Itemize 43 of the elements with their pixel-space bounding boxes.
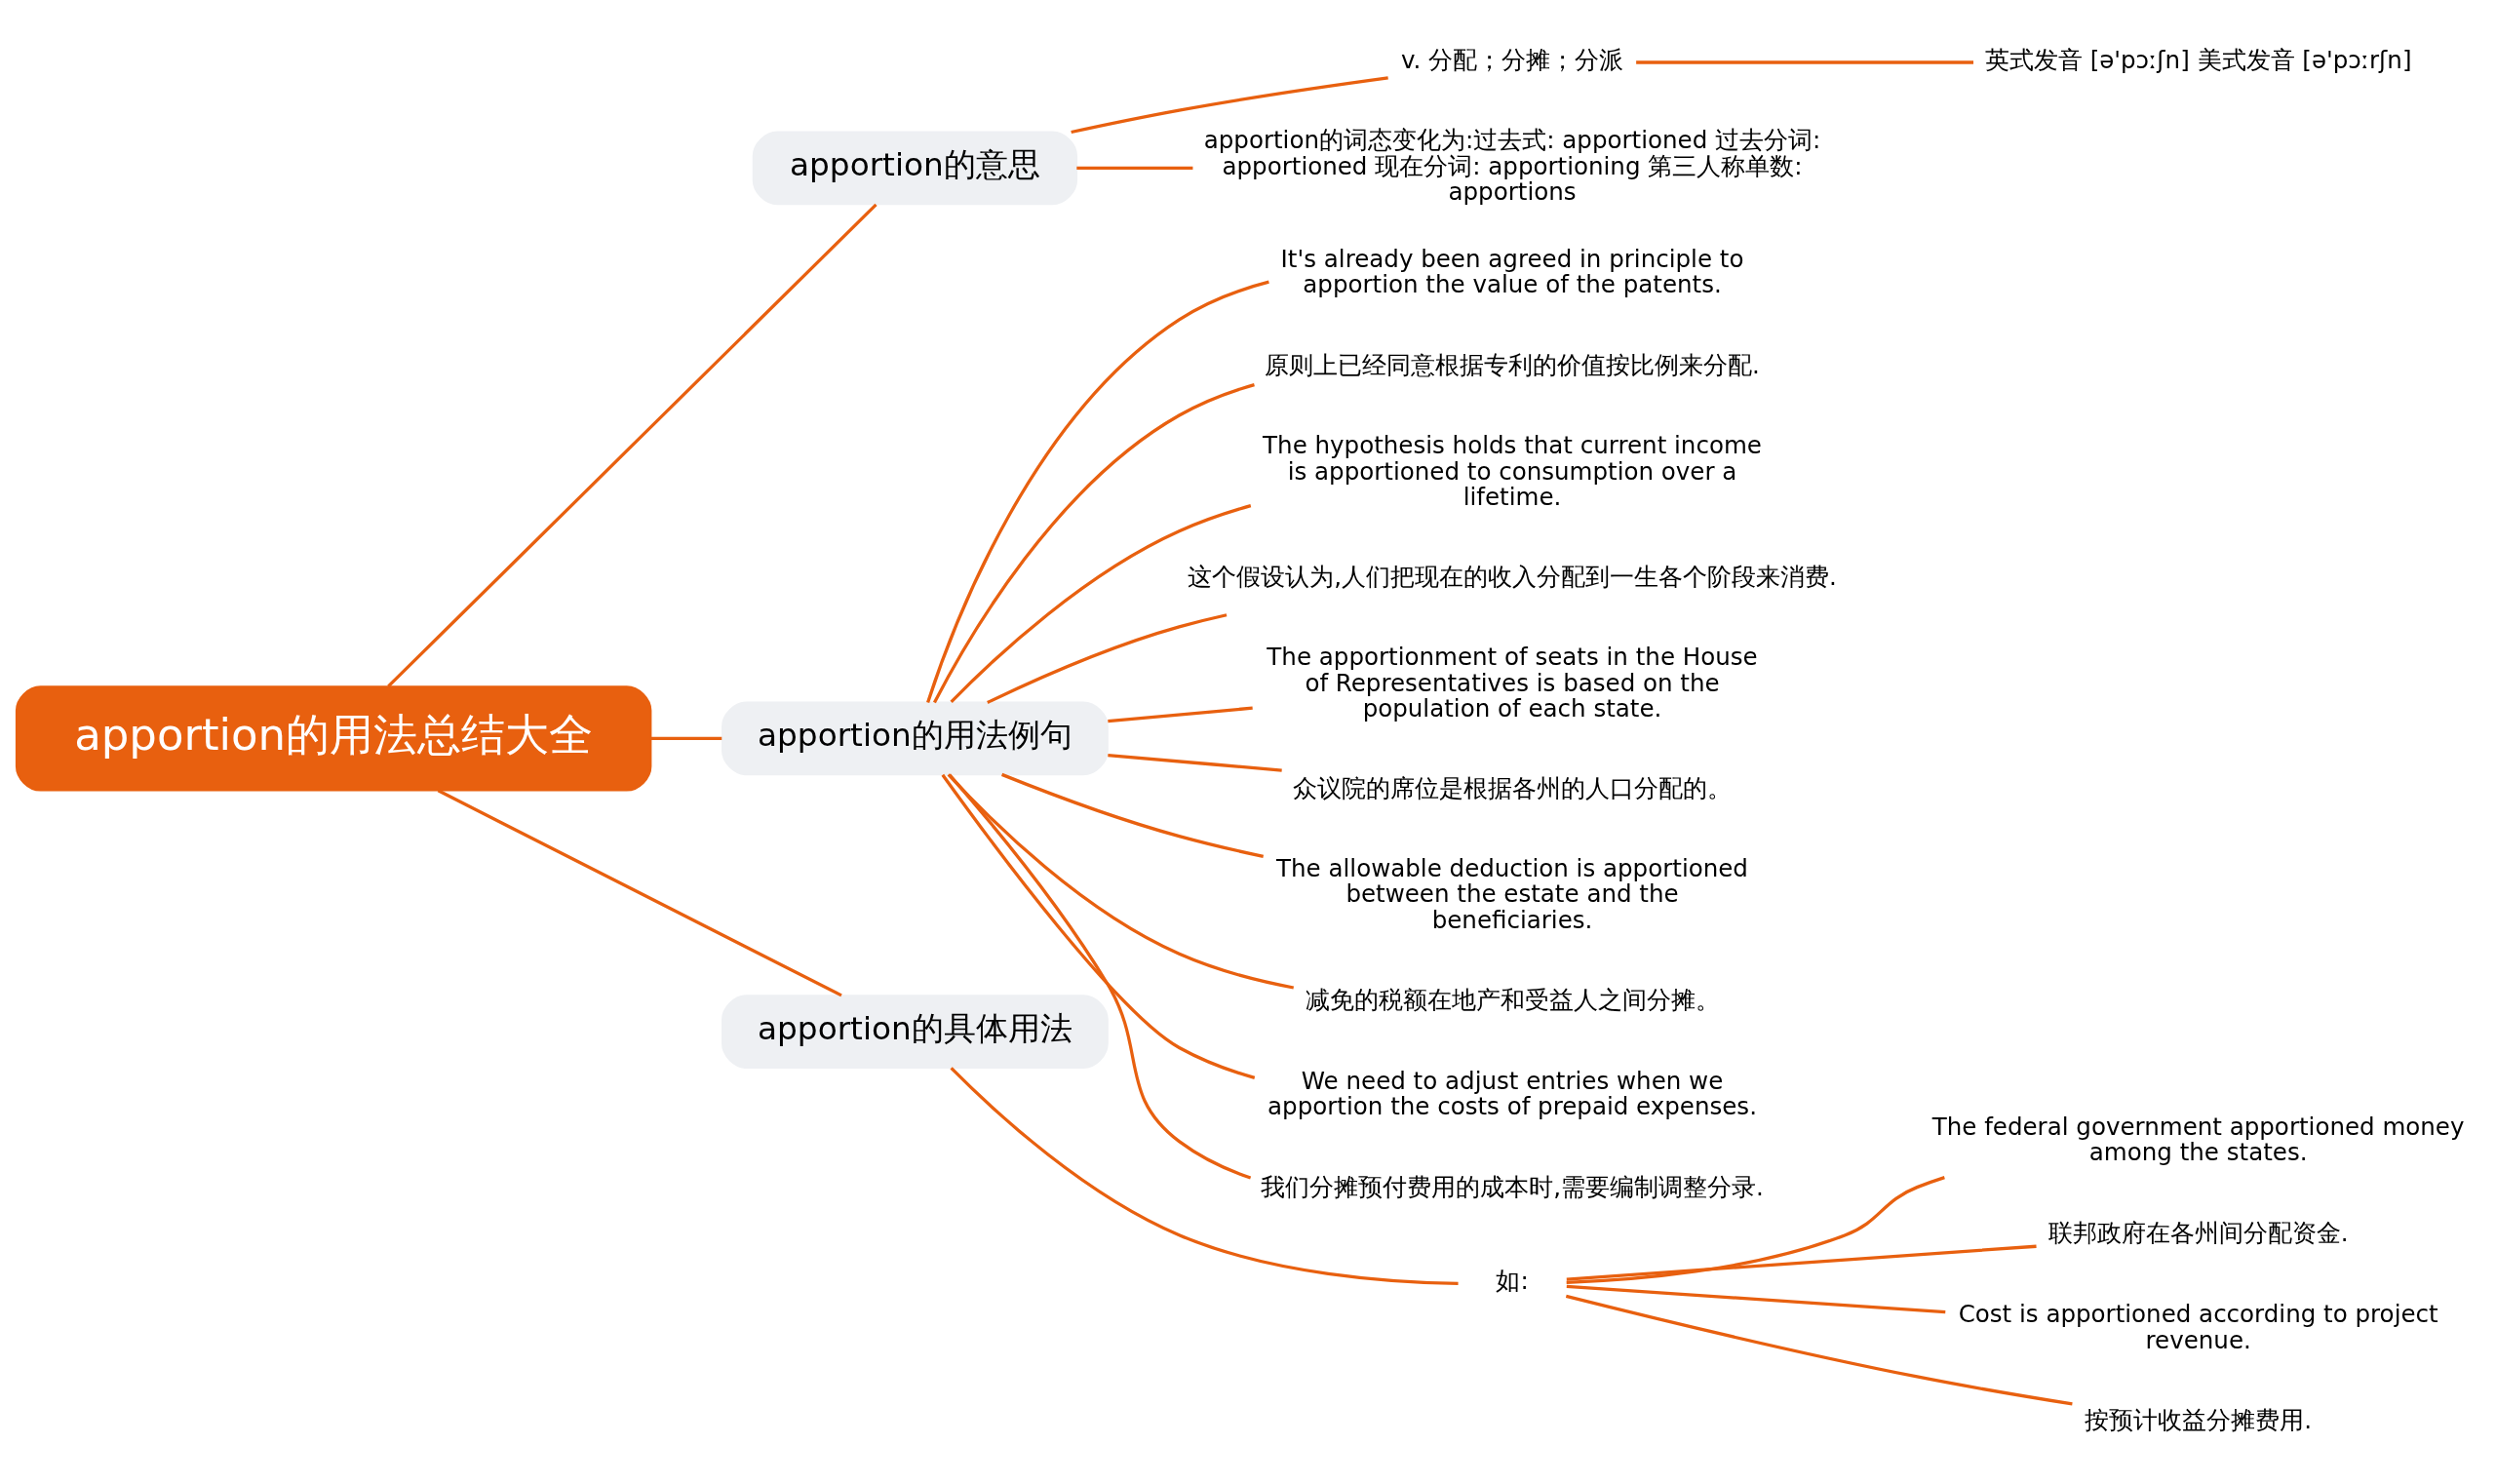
connector (987, 612, 1228, 704)
connector (950, 1066, 1459, 1285)
connector (948, 773, 1252, 1179)
node-text: 这个假设认为,人们把现在的收入分配到一生各个阶段来消费. (1188, 562, 1837, 591)
connector (926, 280, 1269, 703)
connector (1001, 772, 1265, 858)
node-text: Cost is apportioned according to project revenue. (1958, 1299, 2438, 1353)
node-text: The hypothesis holds that current income is apportioned to consumption over a lifetime. (1263, 430, 1762, 511)
connector (1565, 1294, 2073, 1406)
connector (933, 382, 1255, 703)
node-box: apportion的用法总结大全 (15, 684, 652, 792)
node-box: apportion的意思 (752, 131, 1078, 205)
connector (950, 503, 1252, 703)
node-text: 联邦政府在各州间分配资金. (2048, 1218, 2349, 1247)
connector (437, 788, 842, 996)
connector (947, 772, 1295, 990)
node-text: apportion的词态变化为:过去式: apportioned 过去分词: apportioned 现在分词: apportioning 第三人称单数: apportions (1203, 125, 1821, 206)
connector (941, 773, 1256, 1079)
connector (1108, 753, 1282, 772)
node-text: It's already been agreed in principle to apportion the value of the patents. (1280, 244, 1744, 298)
connector (1566, 1175, 1945, 1284)
node-text: We need to adjust entries when we apportion the costs of prepaid expenses. (1268, 1066, 1757, 1120)
node-text: The apportionment of seats in the House of Representatives is based on the population of each state. (1267, 642, 1758, 722)
connector (1566, 1284, 1946, 1313)
node-box: apportion的具体用法 (722, 994, 1109, 1069)
connector (1636, 59, 1973, 64)
node-text: 英式发音 [ə'pɔːʃn] 美式发音 [ə'pɔːrʃn] (1984, 45, 2412, 74)
connector (1076, 166, 1193, 170)
connector (387, 203, 878, 687)
node-text: The allowable deduction is apportioned between the estate and the beneficiaries. (1276, 853, 1748, 934)
node-text: 减免的税额在地产和受益人之间分摊。 (1305, 985, 1720, 1014)
node-text: 按预计收益分摊费用. (2085, 1405, 2313, 1434)
node-text: The federal government apportioned money among the states. (1931, 1112, 2465, 1166)
connector (1108, 706, 1253, 722)
node-text: v. 分配；分摊；分派 (1400, 45, 1624, 74)
connector (651, 736, 722, 740)
node-text: 原则上已经同意根据专利的价值按比例来分配. (1265, 350, 1760, 379)
node-box: apportion的用法例句 (722, 701, 1109, 775)
node-text: 众议院的席位是根据各州的人口分配的。 (1293, 773, 1733, 802)
connector (1071, 75, 1388, 134)
node-text: 如: (1496, 1266, 1529, 1295)
connector (1566, 1244, 2037, 1281)
node-text: 我们分摊预付费用的成本时,需要编制调整分录. (1261, 1172, 1764, 1201)
